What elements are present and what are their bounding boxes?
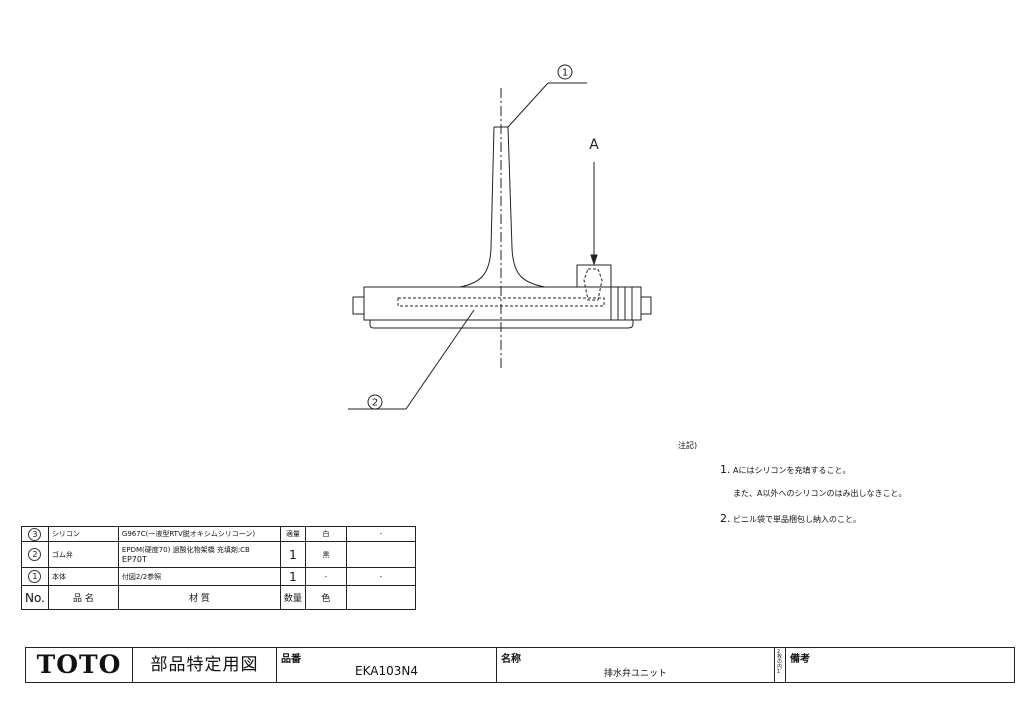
name-label: 名称	[501, 654, 521, 665]
part-no: EKA103N4	[355, 664, 418, 678]
sheet-label: 2枚の内1	[777, 649, 783, 675]
leader-2	[405, 309, 475, 410]
name-cell: 名称 排水弁ユニット	[496, 647, 775, 683]
table-row: 2 ゴム弁 EPDM(硬度70) 過酸化物架橋 充填剤:CB EP70T 1 黒	[21, 541, 416, 568]
valve-stem	[459, 126, 546, 288]
callout-circle-2	[367, 394, 383, 410]
doc-title-cell: 部品特定用図	[132, 647, 277, 683]
table-header-row: No. 品 名 材 質 数量 色	[21, 585, 416, 610]
doc-title: 部品特定用図	[150, 655, 259, 675]
note-item-1b: また、A以外へのシリコンのはみ出しなきこと。	[733, 489, 907, 498]
logo-cell: TOTO	[25, 647, 133, 683]
part-name: 排水弁ユニット	[603, 669, 667, 679]
callout-circle-1	[557, 64, 573, 80]
valve-base	[363, 286, 642, 321]
toto-logo: TOTO	[36, 650, 122, 679]
note-item-1: 1. Aにはシリコンを充填すること。	[720, 463, 851, 476]
rubber-valve	[369, 320, 634, 329]
hidden-channel	[397, 297, 605, 307]
part-no-label: 品番	[281, 654, 301, 665]
title-block: TOTO 部品特定用図 品番 EKA103N4 名称 排水弁ユニット 2枚の内1…	[25, 647, 1015, 683]
sheet-cell: 2枚の内1	[774, 647, 786, 683]
table-row: 1 本体 付図2/2参照 1 - -	[21, 567, 416, 586]
callout-a-label: A	[589, 137, 599, 153]
remarks-cell: 備考	[785, 647, 1015, 683]
silicone-boss	[576, 264, 612, 288]
callout-2-label: 2	[372, 398, 378, 409]
leader-1	[507, 82, 549, 128]
material-cell: EPDM(硬度70) 過酸化物架橋 充填剤:CB EP70T	[117, 541, 281, 568]
part-no-cell: 品番 EKA103N4	[276, 647, 497, 683]
callout-1-label: 1	[562, 68, 568, 79]
note-item-2: 2. ビニル袋で単品梱包し納入のこと。	[720, 512, 862, 525]
table-row: 3 シリコン G967C(一液型RTV脱オキシムシリコーン) 適量 白 -	[21, 526, 416, 542]
remarks-label: 備考	[790, 654, 810, 665]
parts-table: 3 シリコン G967C(一液型RTV脱オキシムシリコーン) 適量 白 - 2 …	[21, 526, 416, 610]
notes-heading: 注記)	[678, 441, 698, 450]
